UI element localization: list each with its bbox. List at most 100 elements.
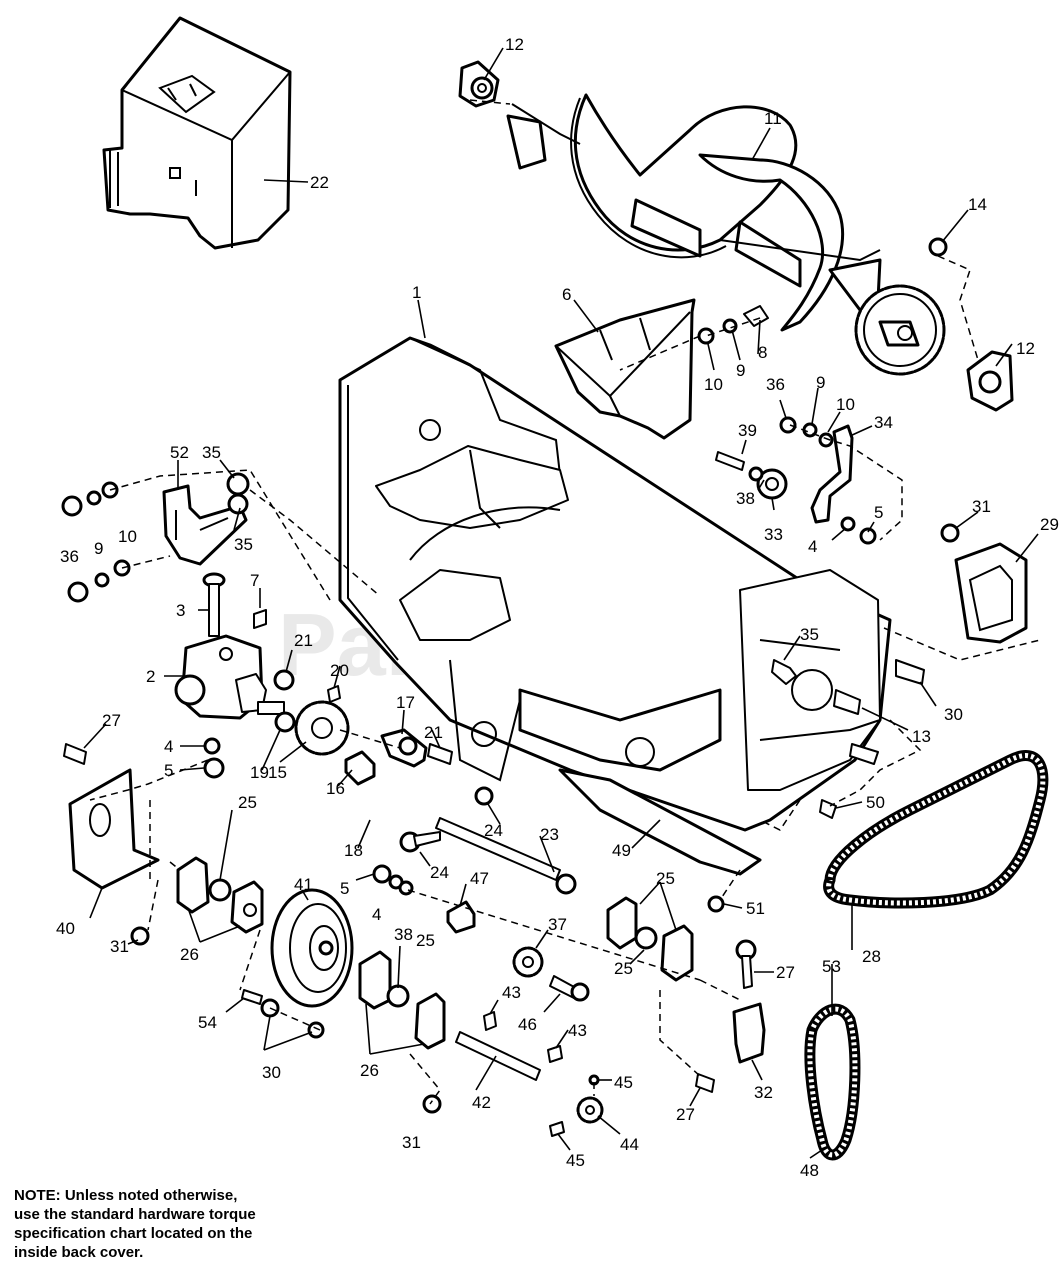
callout-18: 18	[344, 841, 363, 860]
note-line-3: specification chart located on the	[14, 1225, 253, 1242]
callout-35: 35	[202, 443, 221, 462]
bolt-part-54[interactable]	[241, 989, 263, 1005]
callout-38: 38	[736, 489, 755, 508]
pulley-part-41[interactable]	[270, 888, 354, 1008]
bearing-flanges-part-25-right[interactable]	[606, 896, 694, 982]
callout-9-left: 9	[94, 539, 103, 558]
bearing-part-12-top[interactable]	[458, 60, 500, 108]
callout-48: 48	[800, 1161, 819, 1180]
callout-33: 33	[764, 525, 783, 544]
screw-part-50[interactable]	[819, 799, 837, 819]
callout-35-right: 35	[800, 625, 819, 644]
sprocket-part-15[interactable]	[294, 700, 350, 756]
bearing-part-12-right[interactable]	[966, 350, 1014, 412]
nut-part-51[interactable]	[707, 895, 725, 913]
bearing-part-17[interactable]	[380, 728, 428, 768]
callout-40: 40	[56, 919, 75, 938]
callout-30: 30	[944, 705, 963, 724]
callout-36: 36	[766, 375, 785, 394]
callout-5-center: 5	[340, 879, 349, 898]
bolt-part-27-left[interactable]	[63, 743, 87, 765]
callout-25-right-lower: 25	[614, 959, 633, 978]
callout-1: 1	[412, 283, 421, 302]
scraper-bar-part-49[interactable]	[558, 768, 762, 876]
callout-4-center: 4	[372, 905, 381, 924]
bolt-part-24-b[interactable]	[399, 831, 441, 853]
housing-part-1[interactable]	[338, 336, 892, 832]
callout-8: 8	[758, 343, 767, 362]
nut-part-21-top[interactable]	[273, 669, 295, 691]
key-part-7[interactable]	[253, 609, 267, 629]
callout-5-left: 5	[164, 761, 173, 780]
bushing-part-16[interactable]	[344, 750, 376, 786]
clip-part-32[interactable]	[732, 1002, 766, 1064]
callout-12: 12	[505, 35, 524, 54]
callout-31: 31	[972, 497, 991, 516]
callout-21: 21	[294, 631, 313, 650]
bolts-housing-right[interactable]	[771, 659, 925, 765]
chain-part-28[interactable]	[823, 750, 1049, 909]
auger-assembly-part-11[interactable]	[506, 93, 882, 332]
washer-cluster-center[interactable]	[372, 864, 414, 896]
hardware-cluster-right[interactable]	[697, 305, 960, 545]
callout-17: 17	[396, 693, 415, 712]
callout-26-center: 26	[360, 1061, 379, 1080]
screws-part-30-lower[interactable]	[260, 998, 325, 1039]
note-line-4: inside back cover.	[14, 1244, 144, 1261]
gearbox-part-2[interactable]	[174, 634, 285, 720]
callout-25: 25	[238, 793, 257, 812]
callout-11: 11	[764, 109, 782, 128]
callout-52: 52	[170, 443, 189, 462]
shaft-part-23[interactable]	[435, 817, 577, 895]
callout-19: 19	[250, 763, 269, 782]
chain-part-48[interactable]	[804, 1003, 861, 1161]
washer-nut-left[interactable]	[203, 737, 225, 779]
callout-45: 45	[614, 1073, 633, 1092]
pin-part-43-b[interactable]	[547, 1045, 563, 1063]
callout-5: 5	[874, 503, 883, 522]
callout-labels: 12 11 14 22 1 6 8 9 10 12 36 9 10 34 39 …	[56, 35, 1059, 1180]
idler-pulley-part-33[interactable]	[756, 468, 788, 500]
shaft-part-42[interactable]	[455, 1031, 541, 1081]
callout-31-left: 31	[110, 937, 129, 956]
sprocket-part-44[interactable]	[576, 1096, 604, 1124]
bolt-part-21-bottom[interactable]	[427, 743, 453, 765]
callout-28: 28	[862, 947, 881, 966]
callout-7: 7	[250, 571, 259, 590]
pin-part-43-a[interactable]	[483, 1011, 497, 1031]
callout-46: 46	[518, 1015, 537, 1034]
nut-part-31-bottom[interactable]	[422, 1094, 442, 1114]
callout-9: 9	[736, 361, 745, 380]
bolt-part-27-right[interactable]	[735, 939, 757, 989]
bolt-part-27-bottom[interactable]	[695, 1073, 715, 1093]
callout-49: 49	[612, 841, 631, 860]
chute-bracket-part-6[interactable]	[554, 298, 696, 440]
callout-24-lower: 24	[430, 863, 449, 882]
callout-leaders	[83, 47, 1039, 1159]
nut-part-24-a[interactable]	[474, 786, 494, 806]
setscrew-part-20[interactable]	[327, 685, 341, 703]
screw-part-45-b[interactable]	[549, 1121, 565, 1137]
sprocket-part-37[interactable]	[512, 946, 544, 978]
mount-plate-part-40[interactable]	[68, 768, 160, 890]
belt-cover-part-22[interactable]	[102, 16, 292, 250]
bearing-flanges-part-26-center[interactable]	[358, 950, 446, 1050]
shield-part-29[interactable]	[954, 542, 1028, 644]
bolt-part-3[interactable]	[202, 572, 226, 637]
callout-31-bottom: 31	[402, 1133, 421, 1152]
callout-4-left: 4	[164, 737, 173, 756]
assembly-dashed-lines	[89, 99, 1041, 1105]
nut-part-14[interactable]	[928, 237, 948, 257]
callout-43-lower: 43	[568, 1021, 587, 1040]
bushing-part-47[interactable]	[446, 900, 476, 934]
idler-bracket-part-34[interactable]	[810, 424, 854, 524]
callout-24: 24	[484, 821, 503, 840]
callout-27: 27	[102, 711, 121, 730]
callout-27-bottom: 27	[676, 1105, 695, 1124]
spacer-part-19[interactable]	[274, 711, 296, 733]
bolt-part-46[interactable]	[549, 975, 590, 1002]
auger-sprocket[interactable]	[854, 284, 946, 376]
callout-38-center: 38	[394, 925, 413, 944]
bearing-flanges-part-26-left[interactable]	[176, 856, 264, 934]
